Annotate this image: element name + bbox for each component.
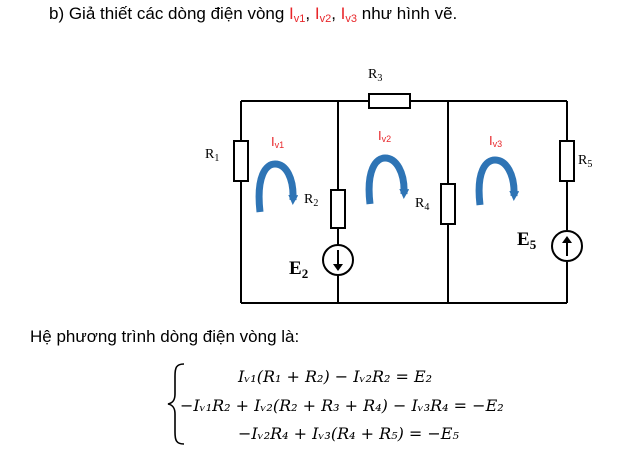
label-r2: R2 (304, 192, 318, 209)
equation-3: −Iᵥ₂R₄ + Iᵥ₃(R₄ + R₅) = −E₅ (238, 424, 459, 443)
heading-separator: , (305, 4, 315, 23)
label-r5: R5 (578, 153, 592, 170)
heading-prefix: b) Giả thiết các dòng điện vòng (49, 4, 290, 23)
resistor-r5 (559, 140, 575, 182)
resistor-r1 (233, 140, 249, 182)
loop-current-label-2: Iv2 (314, 4, 332, 25)
label-iv3: Iv3 (489, 133, 502, 149)
loop-current-label-1: Iv1 (289, 4, 306, 25)
heading-suffix: như hình vẽ. (357, 4, 458, 23)
equation-brace (167, 363, 185, 445)
label-r3: R3 (368, 67, 382, 84)
resistor-r2 (330, 189, 346, 229)
loop-arrow-2 (365, 154, 410, 205)
source-e5 (551, 230, 583, 262)
arrow-down-icon (333, 264, 343, 271)
equation-intro: Hệ phương trình dòng điện vòng là: (30, 327, 300, 346)
resistor-r3 (368, 93, 411, 109)
label-iv1: Iv1 (271, 134, 284, 150)
problem-heading: b) Giả thiết các dòng điện vòng Iv1, Iv2… (49, 4, 458, 25)
label-iv2: Iv2 (378, 128, 391, 144)
equation-1: Iᵥ₁(R₁ + R₂) − Iᵥ₂R₂ = E₂ (238, 367, 433, 386)
label-e5: E5 (517, 229, 537, 252)
label-e2: E2 (289, 258, 308, 281)
label-r4: R4 (415, 196, 429, 213)
loop-current-label-3: Iv3 (340, 4, 358, 25)
resistor-r4 (440, 183, 456, 225)
circuit-wires (240, 100, 568, 304)
loop-arrow-3 (475, 156, 520, 206)
loop-arrow-1 (255, 160, 299, 213)
equation-2: −Iᵥ₁R₂ + Iᵥ₂(R₂ + R₃ + R₄) − Iᵥ₃R₄ = −E₂ (180, 396, 504, 415)
source-e2 (322, 244, 354, 276)
arrow-up-icon (562, 236, 572, 243)
label-r1: R1 (205, 147, 219, 164)
